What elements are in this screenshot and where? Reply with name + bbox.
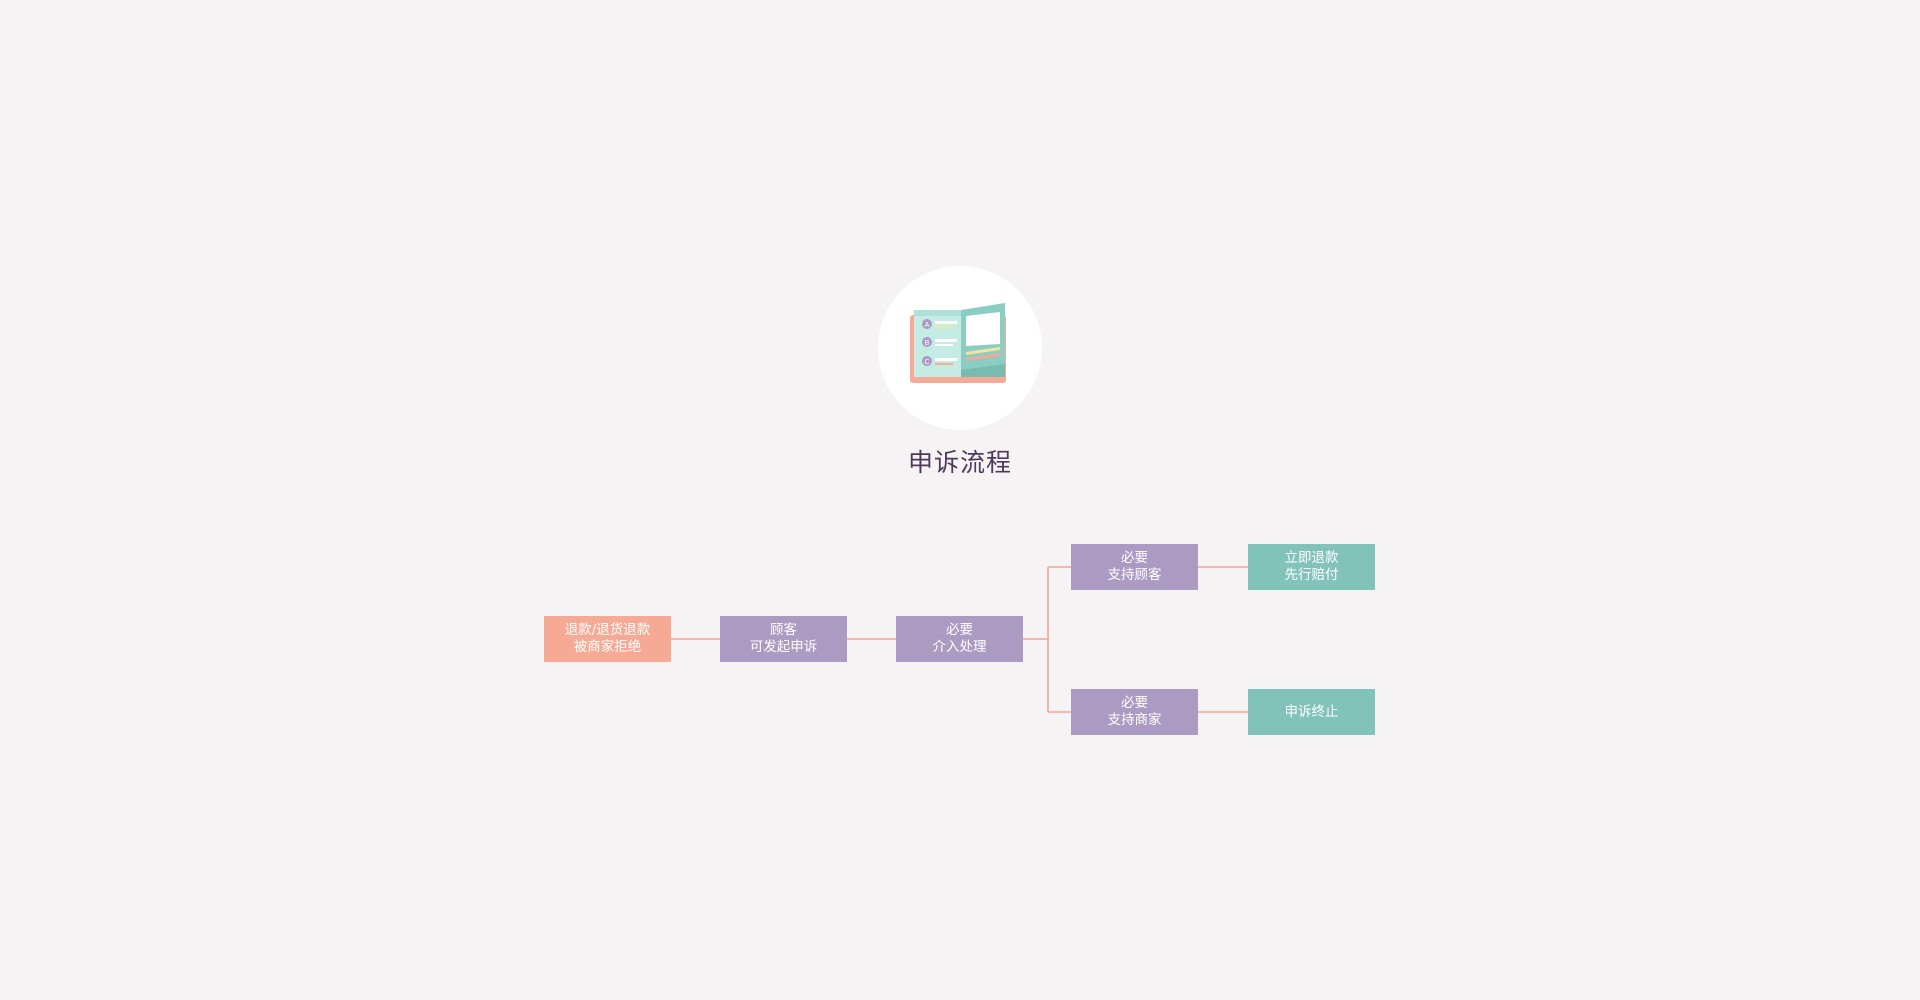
node-support-customer: 必要 支持顾客	[1071, 544, 1198, 590]
svg-text:B: B	[925, 340, 930, 347]
node-appeal-terminated: 申诉终止	[1248, 689, 1375, 735]
node-text-line2: 支持商家	[1107, 712, 1162, 728]
node-text-line1: 顾客	[770, 622, 797, 638]
node-customer-appeal: 顾客 可发起申诉	[720, 616, 847, 662]
node-text-line1: 申诉终止	[1284, 703, 1339, 720]
node-refund-rejected: 退款/退货退款 被商家拒绝	[544, 616, 671, 662]
node-text-line2: 先行赔付	[1284, 567, 1339, 583]
icon-circle: A B C	[878, 266, 1042, 430]
node-text-line1: 必要	[1121, 695, 1148, 711]
node-text-line1: 退款/退货退款	[564, 622, 651, 638]
open-book-icon: A B C	[910, 303, 1006, 383]
svg-text:A: A	[925, 322, 930, 329]
node-immediate-refund: 立即退款 先行赔付	[1248, 544, 1375, 590]
node-support-merchant: 必要 支持商家	[1071, 689, 1198, 735]
node-text-line2: 可发起申诉	[749, 639, 818, 655]
node-text-line1: 必要	[946, 622, 973, 638]
node-text-line2: 被商家拒绝	[573, 639, 642, 655]
page-title: 申诉流程	[907, 448, 1012, 477]
svg-text:C: C	[924, 359, 929, 366]
node-text-line2: 介入处理	[932, 639, 987, 655]
node-text-line1: 必要	[1121, 550, 1148, 566]
node-text-line1: 立即退款	[1284, 550, 1339, 566]
node-text-line2: 支持顾客	[1107, 567, 1162, 583]
node-intervene: 必要 介入处理	[896, 616, 1023, 662]
